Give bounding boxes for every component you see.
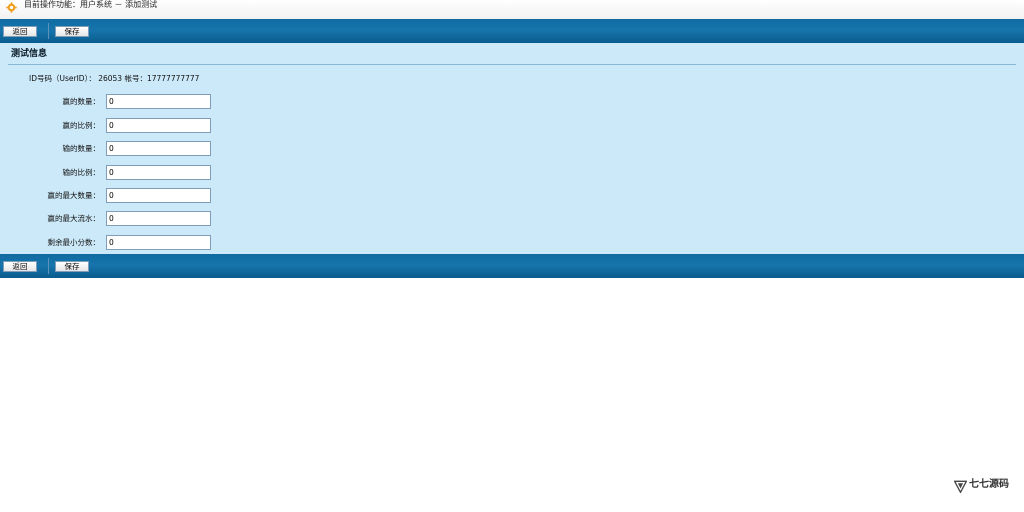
toolbar-top: 返回 保存	[0, 19, 1024, 43]
account-value: 17777777777	[146, 74, 200, 83]
title-bar: 目前操作功能：用户系统 － 添加测试	[0, 0, 1024, 20]
panel-title: 测试信息	[11, 49, 48, 59]
user-id-label: ID号码（UserID）：	[29, 74, 96, 83]
win-count-label: 赢的数量：	[62, 97, 101, 106]
toolbar-bottom: 返回 保存	[0, 254, 1024, 278]
lose-ratio-label: 输的比例：	[62, 168, 101, 177]
panel-divider	[8, 64, 1016, 65]
form-panel: 测试信息 ID号码（UserID）： 26053 帐号：17777777777 …	[0, 43, 1024, 254]
max-win-flow-label: 赢的最大流水：	[47, 214, 101, 223]
toolbar-separator	[48, 23, 49, 39]
gear-icon	[6, 2, 17, 13]
page-title: 目前操作功能：用户系统 － 添加测试	[24, 0, 158, 9]
win-ratio-label: 赢的比例：	[62, 121, 101, 130]
account-label: 帐号：	[124, 74, 147, 83]
lose-count-label: 输的数量：	[62, 144, 101, 153]
logo-mark-icon	[954, 480, 967, 493]
back-button-bottom[interactable]: 返回	[3, 261, 37, 272]
win-ratio-input[interactable]	[106, 118, 211, 133]
user-info-row: ID号码（UserID）： 26053 帐号：17777777777	[29, 74, 199, 84]
min-remaining-score-label: 剩余最小分数：	[47, 238, 101, 247]
save-button[interactable]: 保存	[55, 26, 89, 37]
save-button-bottom[interactable]: 保存	[55, 261, 89, 272]
lose-ratio-input[interactable]	[106, 165, 211, 180]
lose-count-input[interactable]	[106, 141, 211, 156]
max-win-flow-input[interactable]	[106, 211, 211, 226]
logo-name: 七七源码	[969, 479, 1009, 490]
back-button[interactable]: 返回	[3, 26, 37, 37]
min-remaining-score-input[interactable]	[106, 235, 211, 250]
toolbar-separator-bottom	[48, 258, 49, 274]
max-win-count-label: 赢的最大数量：	[47, 191, 101, 200]
win-count-input[interactable]	[106, 94, 211, 109]
max-win-count-input[interactable]	[106, 188, 211, 203]
user-id-value: 26053	[98, 74, 123, 83]
watermark-logo: 七七源码	[954, 479, 1014, 497]
